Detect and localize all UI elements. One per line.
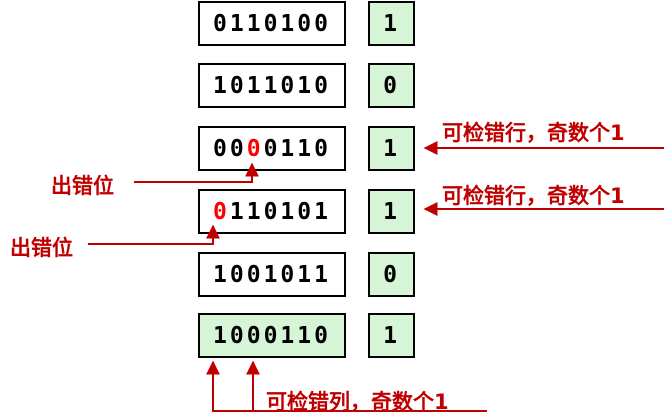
- parity-cell-4: 1: [368, 189, 415, 234]
- col-detect-bracket: [206, 360, 262, 412]
- bit: 1: [246, 10, 264, 37]
- bit: 0: [263, 198, 281, 225]
- col-detect-bracket-2: [246, 360, 262, 412]
- parity-cell-3: 1: [368, 126, 415, 171]
- bit: 1: [212, 72, 230, 99]
- data-row-1: 0110100: [198, 1, 346, 46]
- bit: 1: [297, 261, 315, 288]
- bits: 0000110: [213, 136, 331, 162]
- bit: 0: [229, 135, 247, 162]
- bit: 1: [212, 322, 230, 349]
- bit: 0: [246, 322, 264, 349]
- bit: 1: [280, 135, 298, 162]
- parity-cell-1: 1: [368, 1, 415, 46]
- col-detect-label: 可检错列，奇数个1: [266, 390, 449, 414]
- bit: 0: [229, 72, 247, 99]
- bit: 0: [263, 322, 281, 349]
- parity-bit: 0: [383, 72, 400, 99]
- error-pos-leader-2: [88, 224, 220, 245]
- bit: 0: [263, 10, 281, 37]
- bit: 0: [314, 135, 331, 162]
- row-detect-label-1: 可检错行，奇数个1: [442, 121, 625, 145]
- parity-bit: 1: [383, 135, 400, 162]
- bit: 0: [314, 322, 331, 349]
- data-row-5: 1001011: [198, 252, 346, 297]
- data-row-3: 0000110: [198, 126, 346, 171]
- parity-bit: 0: [383, 261, 400, 288]
- bits: 0110100: [213, 11, 331, 37]
- error-pos-label-1: 出错位: [51, 174, 114, 198]
- bit: 0: [229, 261, 247, 288]
- bit: 0: [297, 10, 315, 37]
- parity-bit: 1: [383, 10, 400, 37]
- error-pos-leader-1: [134, 162, 259, 183]
- error-pos-label-2: 出错位: [10, 236, 73, 260]
- bit: 1: [314, 261, 331, 288]
- bit: 1: [212, 261, 230, 288]
- bit: 1: [280, 198, 298, 225]
- bit: 1: [229, 198, 247, 225]
- bit: 1: [297, 72, 315, 99]
- data-row-4: 0110101: [198, 189, 346, 234]
- row-detect-label-2: 可检错行，奇数个1: [442, 184, 625, 208]
- parity-cell-6: 1: [368, 313, 415, 358]
- error-bit: 0: [246, 135, 264, 162]
- bit: 0: [263, 135, 281, 162]
- bit: 1: [297, 135, 315, 162]
- bits: 0110101: [213, 199, 331, 225]
- error-bit: 0: [212, 198, 230, 225]
- parity-bit: 1: [383, 198, 400, 225]
- bit: 0: [229, 322, 247, 349]
- parity-bit: 1: [383, 322, 400, 349]
- column-parity-row: 1000110: [198, 313, 346, 358]
- bit: 0: [280, 261, 298, 288]
- bit: 1: [297, 322, 315, 349]
- bit: 0: [280, 72, 298, 99]
- bits: 1011010: [213, 73, 331, 99]
- bit: 1: [280, 10, 298, 37]
- bit: 0: [314, 10, 331, 37]
- bit: 1: [314, 198, 331, 225]
- bit: 0: [297, 198, 315, 225]
- bit: 0: [212, 135, 230, 162]
- bit: 0: [314, 72, 331, 99]
- bit: 1: [229, 10, 247, 37]
- bit: 1: [263, 72, 281, 99]
- bits: 1000110: [213, 323, 331, 349]
- bit: 1: [246, 198, 264, 225]
- parity-cell-5: 0: [368, 252, 415, 297]
- parity-cell-2: 0: [368, 63, 415, 108]
- bit: 1: [263, 261, 281, 288]
- data-row-2: 1011010: [198, 63, 346, 108]
- bit: 1: [280, 322, 298, 349]
- bit: 0: [212, 10, 230, 37]
- bit: 1: [246, 72, 264, 99]
- bit: 0: [246, 261, 264, 288]
- bits: 1001011: [213, 262, 331, 288]
